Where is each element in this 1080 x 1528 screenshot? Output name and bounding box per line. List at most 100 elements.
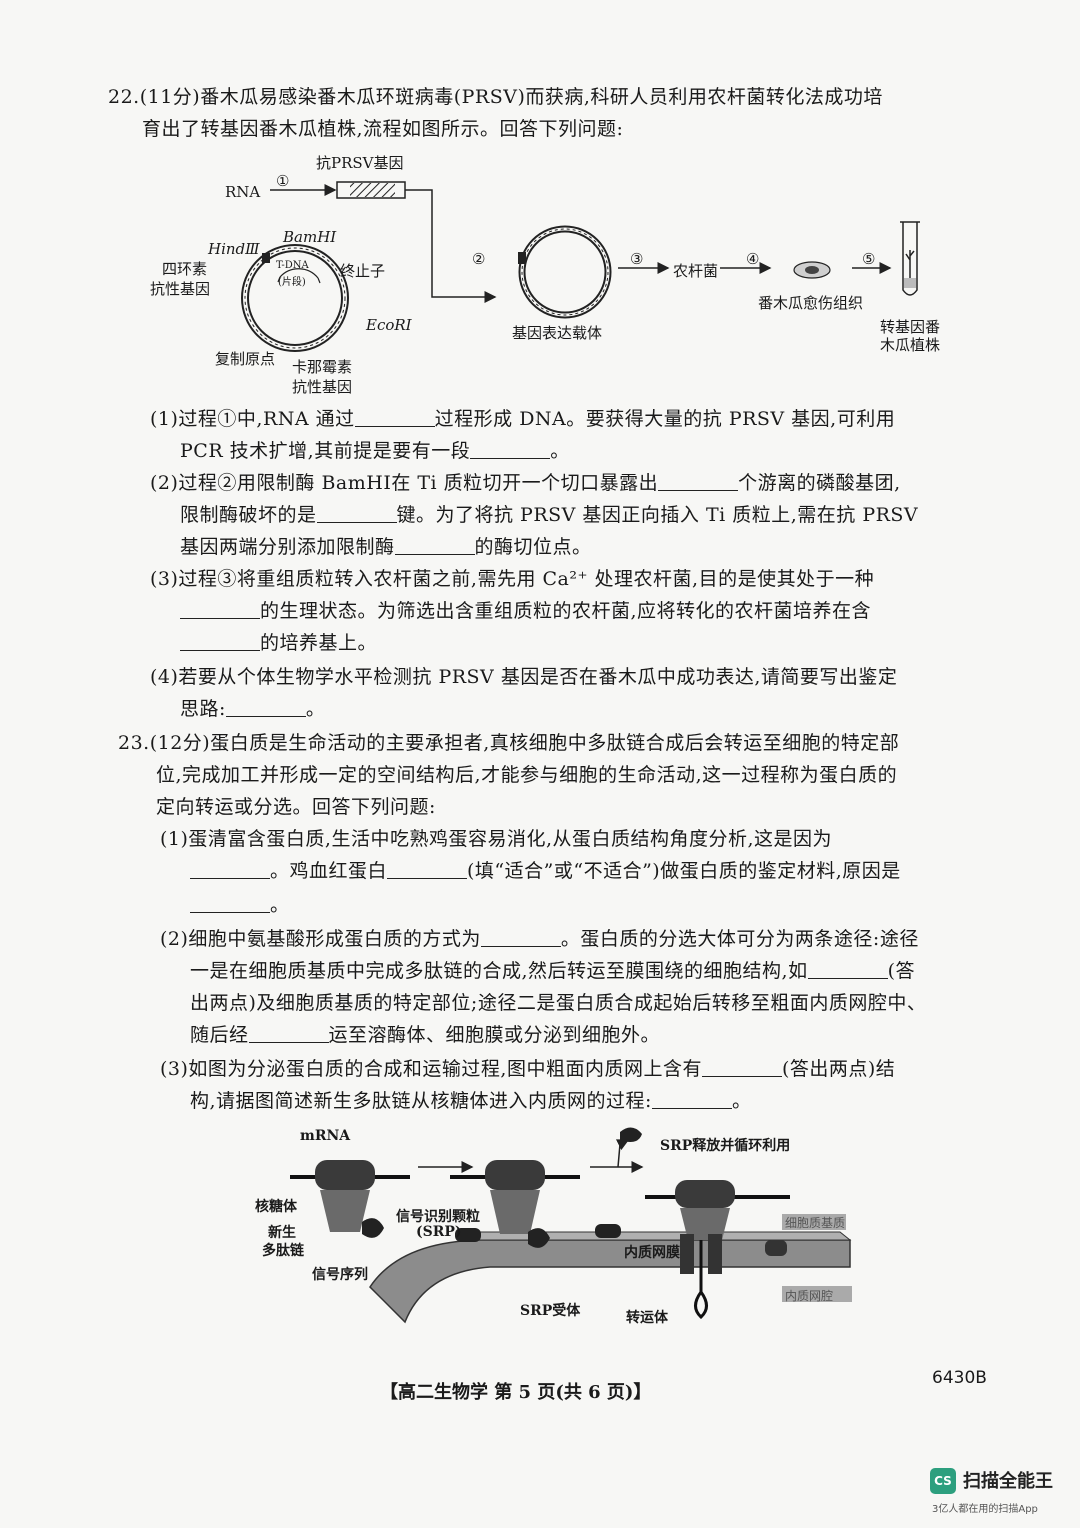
q22-3-line3: 的培养基上。 bbox=[180, 630, 377, 656]
transporter-1 bbox=[680, 1234, 694, 1274]
q23-1-line1: (1)蛋清富含蛋白质,生活中吃熟鸡蛋容易消化,从蛋白质结构角度分析,这是因为 bbox=[160, 828, 833, 850]
q22-diagram bbox=[241, 181, 920, 352]
q23-2a: (2)细胞中氨基酸形成蛋白质的方式为 bbox=[160, 928, 481, 950]
blank-q23-1-2[interactable] bbox=[387, 860, 468, 879]
blank-q22-2-3[interactable] bbox=[394, 536, 475, 555]
label-kan: 卡那霉素 bbox=[292, 358, 353, 376]
q22-2-line2: 限制酶破坏的是键。为了将抗 PRSV 基因正向插入 Ti 质粒上,需在抗 PRS… bbox=[180, 502, 918, 528]
fig-label-srp2: (SRP) bbox=[416, 1224, 462, 1240]
srp-particle-2 bbox=[528, 1228, 550, 1248]
q23-2-line2: 一是在细胞质基质中完成多肽链的合成,然后转运至膜围绕的细胞结构,如 (答 bbox=[190, 958, 915, 984]
transporter-2 bbox=[708, 1234, 722, 1274]
q23-2f: 随后经 bbox=[190, 1024, 249, 1046]
q22-3-line1: (3)过程③将重组质粒转入农杆菌之前,需先用 Ca²⁺ 处理农杆菌,目的是使其处… bbox=[150, 568, 875, 590]
fig-label-nascent: 新生 bbox=[268, 1225, 296, 1241]
q22-1d: 。 bbox=[550, 440, 570, 462]
q22-2f: 的酶切位点。 bbox=[474, 536, 592, 558]
srp-receptor-2 bbox=[595, 1224, 621, 1238]
q23-line3: 定向转运或分选。回答下列问题: bbox=[156, 796, 436, 818]
label-tdna: T-DNA bbox=[276, 260, 309, 271]
q23-3-line2: 构,请据图简述新生多肽链从核糖体进入内质网的过程: 。 bbox=[190, 1088, 751, 1114]
label-bamhi: BamHⅠ bbox=[283, 228, 337, 246]
label-step2: ② bbox=[472, 250, 486, 268]
page-footer: 【高二生物学 第 5 页(共 6 页)】 bbox=[380, 1382, 652, 1403]
q23-2d: (答 bbox=[887, 960, 916, 982]
ribosome-2 bbox=[485, 1160, 545, 1190]
blank-q22-2-1[interactable] bbox=[658, 472, 739, 491]
blank-q23-2-3[interactable] bbox=[248, 1024, 329, 1043]
q22-4b: 思路: bbox=[180, 698, 226, 720]
q23-2c: 一是在细胞质基质中完成多肽链的合成,然后转运至膜围绕的细胞结构,如 bbox=[190, 960, 808, 982]
blank-q23-2-2[interactable] bbox=[807, 960, 888, 979]
blank-q22-1-1[interactable] bbox=[354, 408, 435, 427]
blank-q22-1-2[interactable] bbox=[470, 440, 551, 459]
blank-q23-3-1[interactable] bbox=[701, 1058, 782, 1077]
label-vector: 基因表达载体 bbox=[512, 324, 603, 342]
q23-2-line3: 出两点)及细胞质基质的特定部位;途径二是蛋白质合成起始后转移至粗面内质网腔中、 bbox=[190, 992, 927, 1014]
q23-1c: (填“适合”或“不适合”)做蛋白质的鉴定材料,原因是 bbox=[467, 860, 901, 882]
q22-1-line2: PCR 技术扩增,其前提是要有一段 。 bbox=[180, 438, 570, 464]
camscanner-name: 扫描全能王 bbox=[963, 1471, 1053, 1492]
blank-q23-1-3[interactable] bbox=[190, 894, 270, 913]
label-hindiii: HindⅢ bbox=[208, 240, 260, 258]
camscanner-tagline: 3亿人都在用的扫描App bbox=[932, 1504, 1038, 1515]
q22-4-line1: (4)若要从个体生物学水平检测抗 PRSV 基因是否在番木瓜中成功表达,请简要写… bbox=[150, 666, 898, 688]
label-rna: RNA bbox=[225, 183, 261, 201]
blank-q22-3-2[interactable] bbox=[180, 632, 260, 651]
q22-line2: 育出了转基因番木瓜植株,流程如图所示。回答下列问题: bbox=[142, 118, 624, 140]
q23-3d: 。 bbox=[731, 1090, 752, 1112]
q23-3-line1: (3)如图为分泌蛋白质的合成和运输过程,图中粗面内质网上含有(答出两点)结 bbox=[160, 1056, 895, 1082]
label-ecori: EcoRⅠ bbox=[366, 316, 412, 334]
fig-label-mrna: mRNA bbox=[300, 1128, 351, 1144]
exam-code: 6430B bbox=[932, 1368, 987, 1388]
label-plant2: 木瓜植株 bbox=[880, 336, 941, 354]
q23-1b: 。鸡血红蛋白 bbox=[270, 860, 388, 882]
q23-3b: (答出两点)结 bbox=[781, 1058, 896, 1080]
camscanner-logo-icon: CS bbox=[930, 1468, 956, 1494]
q22-3-line2: 的生理状态。为筛选出含重组质粒的农杆菌,应将转化的农杆菌培养在含 bbox=[180, 598, 871, 624]
q22-1c: PCR 技术扩增,其前提是要有一段 bbox=[180, 440, 471, 462]
ribosome-3 bbox=[675, 1180, 735, 1208]
label-step4: ④ bbox=[746, 250, 760, 268]
label-step1: ① bbox=[276, 172, 290, 190]
fig-label-receptor: SRP受体 bbox=[520, 1303, 581, 1319]
fig-label-er-membrane: 内质网膜 bbox=[624, 1245, 680, 1261]
q22-2-line1: (2)过程②用限制酶 BamHⅠ在 Ti 质粒切开一个切口暴露出 个游离的磷酸基团… bbox=[150, 470, 901, 496]
blank-q22-4[interactable] bbox=[225, 698, 306, 717]
label-tdna2: (片段) bbox=[278, 277, 306, 288]
srp-particle-1 bbox=[362, 1218, 384, 1238]
ribosome-1 bbox=[315, 1160, 375, 1190]
q23-2b: 。蛋白质的分选大体可分为两条途径:途径 bbox=[560, 928, 919, 950]
label-tet: 四环素 bbox=[162, 260, 208, 278]
q22-2-line3: 基因两端分别添加限制酶 的酶切位点。 bbox=[180, 534, 592, 560]
srp-figure bbox=[290, 1127, 852, 1324]
label-step3: ③ bbox=[630, 250, 644, 268]
fig-label-srp-release: SRP释放并循环利用 bbox=[660, 1138, 791, 1154]
fig-label-er-lumen: 内质网腔 bbox=[785, 1289, 834, 1303]
q22-line1: 22.(11分)番木瓜易感染番木瓜环斑病毒(PRSV)而获病,科研人员利用农杆菌… bbox=[108, 86, 883, 108]
q22-2a: (2)过程②用限制酶 BamHⅠ在 Ti 质粒切开一个切口暴露出 bbox=[150, 472, 659, 494]
label-prsv-gene: 抗PRSV基因 bbox=[316, 154, 404, 172]
label-agro: 农杆菌 bbox=[673, 262, 719, 280]
blank-q23-1-1[interactable] bbox=[190, 860, 270, 879]
q23-2-line1: (2)细胞中氨基酸形成蛋白质的方式为 。蛋白质的分选大体可分为两条途径:途径 bbox=[160, 926, 919, 952]
q22-2b: 个游离的磷酸基团, bbox=[738, 472, 901, 494]
q23-3c: 构,请据图简述新生多肽链从核糖体进入内质网的过程: bbox=[190, 1090, 652, 1112]
srp-particle-released bbox=[620, 1127, 642, 1142]
fig-label-ribosome: 核糖体 bbox=[255, 1199, 297, 1215]
q23-1-line3: 。 bbox=[190, 892, 290, 918]
q22-1b: 过程形成 DNA。要获得大量的抗 PRSV 基因,可利用 bbox=[434, 408, 896, 430]
fig-label-nascent2: 多肽链 bbox=[262, 1243, 304, 1259]
label-kan2: 抗性基因 bbox=[292, 378, 353, 396]
q22-2e: 基因两端分别添加限制酶 bbox=[180, 536, 395, 558]
q22-4c: 。 bbox=[305, 698, 326, 720]
blank-q23-2-1[interactable] bbox=[480, 928, 561, 947]
blank-q23-3-2[interactable] bbox=[651, 1090, 732, 1109]
blank-q22-3-1[interactable] bbox=[180, 600, 260, 619]
fig-label-transporter: 转运体 bbox=[626, 1310, 668, 1326]
q22-1a: (1)过程①中,RNA 通过 bbox=[150, 408, 355, 430]
er-membrane bbox=[369, 1239, 851, 1324]
blank-q22-2-2[interactable] bbox=[316, 504, 397, 523]
q22-1-line1: (1)过程①中,RNA 通过 过程形成 DNA。要获得大量的抗 PRSV 基因,可… bbox=[150, 406, 895, 432]
